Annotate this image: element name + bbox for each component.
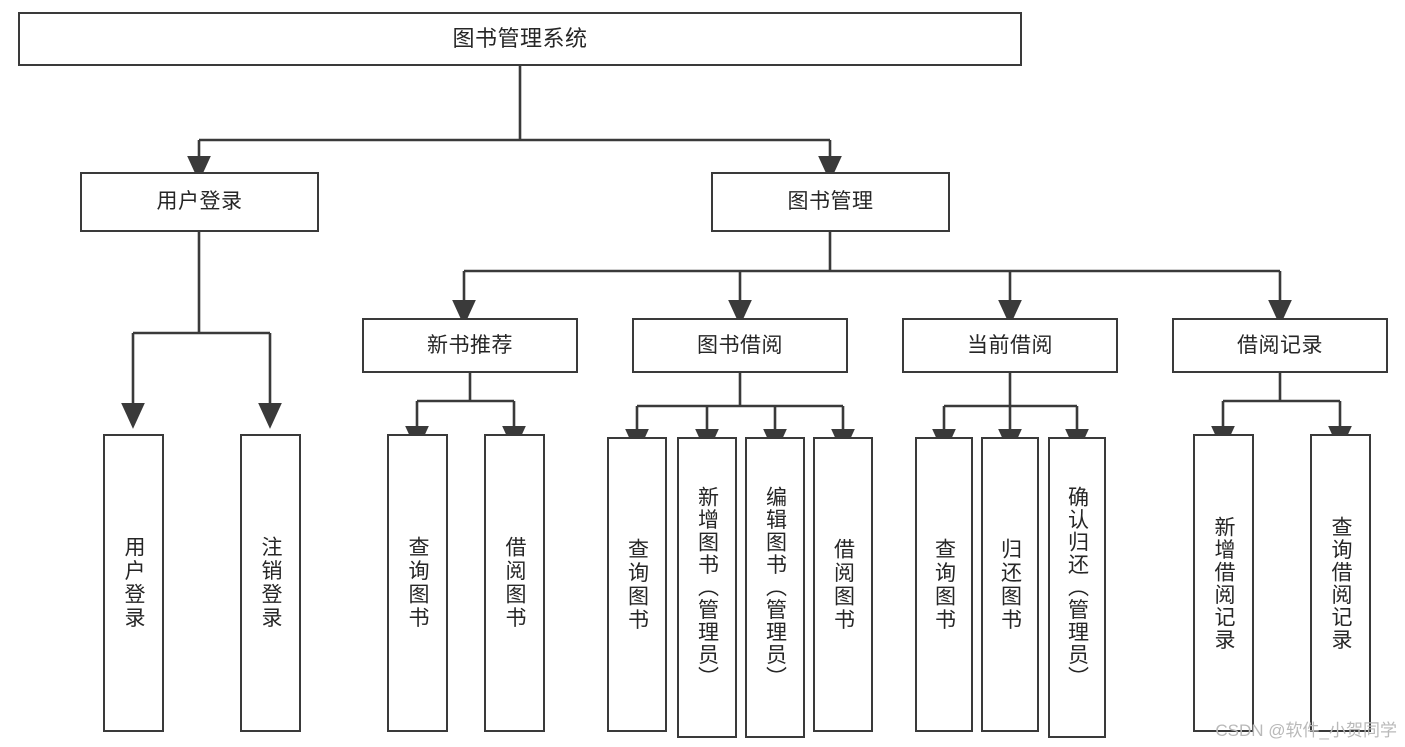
node-label: 图书管理 bbox=[787, 190, 874, 214]
node-book-manage[interactable]: 图书管理 bbox=[711, 172, 950, 232]
node-book-borrow[interactable]: 图书借阅 bbox=[632, 318, 848, 373]
node-label: 用户登录 bbox=[156, 190, 243, 214]
node-label: 图书借阅 bbox=[697, 333, 783, 357]
leaf-add-borrow-record[interactable]: 新增借阅记录 bbox=[1193, 434, 1254, 732]
node-label: 查询图书 bbox=[932, 537, 956, 632]
node-label: 新书推荐 bbox=[427, 333, 513, 357]
node-label: 图书管理系统 bbox=[452, 25, 588, 51]
leaf-query-book-3[interactable]: 查询图书 bbox=[915, 437, 973, 732]
leaf-return-book[interactable]: 归还图书 bbox=[981, 437, 1039, 732]
node-new-book-recommend[interactable]: 新书推荐 bbox=[362, 318, 578, 373]
node-label: 借阅图书 bbox=[831, 537, 855, 632]
node-label: 新增借阅记录 bbox=[1212, 515, 1235, 651]
leaf-query-borrow-record[interactable]: 查询借阅记录 bbox=[1310, 434, 1371, 732]
node-label: 借阅记录 bbox=[1237, 333, 1323, 357]
leaf-confirm-return-admin[interactable]: 确认归还（管理员） bbox=[1048, 437, 1106, 738]
leaf-query-book-1[interactable]: 查询图书 bbox=[387, 434, 448, 732]
node-label: 当前借阅 bbox=[967, 333, 1053, 357]
leaf-query-book-2[interactable]: 查询图书 bbox=[607, 437, 667, 732]
node-label: 查询图书 bbox=[406, 536, 429, 630]
node-current-borrow[interactable]: 当前借阅 bbox=[902, 318, 1118, 373]
node-label: 编辑图书（管理员） bbox=[763, 486, 787, 689]
leaf-add-book-admin[interactable]: 新增图书（管理员） bbox=[677, 437, 737, 738]
node-label: 新增图书（管理员） bbox=[695, 486, 719, 689]
node-root-system[interactable]: 图书管理系统 bbox=[18, 12, 1022, 66]
leaf-user-login[interactable]: 用户登录 bbox=[103, 434, 164, 732]
node-label: 确认归还（管理员） bbox=[1065, 486, 1089, 689]
node-label: 归还图书 bbox=[998, 537, 1022, 632]
node-user-login[interactable]: 用户登录 bbox=[80, 172, 319, 232]
node-label: 借阅图书 bbox=[503, 536, 526, 630]
node-label: 查询图书 bbox=[625, 537, 649, 632]
leaf-user-logout[interactable]: 注销登录 bbox=[240, 434, 301, 732]
node-label: 查询借阅记录 bbox=[1329, 515, 1352, 651]
node-borrow-record[interactable]: 借阅记录 bbox=[1172, 318, 1388, 373]
leaf-borrow-book-2[interactable]: 借阅图书 bbox=[813, 437, 873, 732]
csdn-watermark: CSDN @软件_小贺同学 bbox=[1215, 721, 1397, 740]
node-label: 注销登录 bbox=[259, 536, 282, 630]
node-label: 用户登录 bbox=[122, 536, 145, 630]
leaf-borrow-book-1[interactable]: 借阅图书 bbox=[484, 434, 545, 732]
leaf-edit-book-admin[interactable]: 编辑图书（管理员） bbox=[745, 437, 805, 738]
